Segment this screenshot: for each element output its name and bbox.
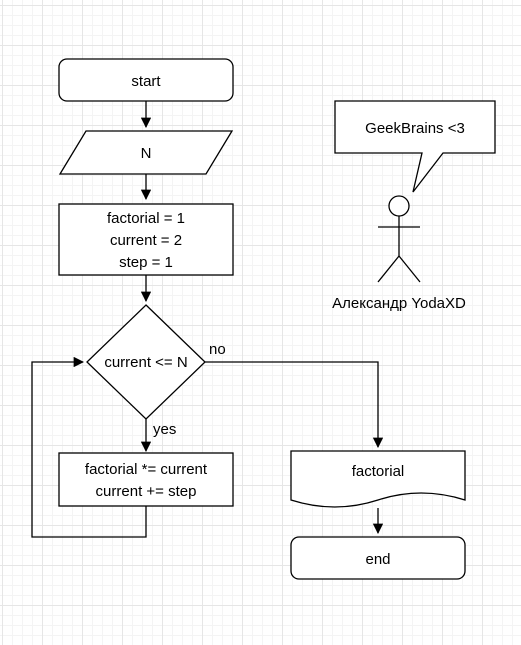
- loop-body-line-2: current += step: [96, 483, 197, 500]
- actor-figure[interactable]: Александр YodaXD: [332, 195, 466, 312]
- loop-body-box[interactable]: factorial *= current current += step: [58, 452, 234, 507]
- init-line-2: current = 2: [110, 232, 182, 249]
- input-parallelogram[interactable]: N: [58, 130, 234, 175]
- callout-text: GeekBrains <3: [365, 120, 465, 137]
- output-document[interactable]: factorial: [290, 450, 466, 508]
- actor-body-icon: [377, 216, 421, 283]
- init-process-box[interactable]: factorial = 1 current = 2 step = 1: [58, 203, 234, 276]
- init-line-3: step = 1: [119, 254, 173, 271]
- end-label: end: [365, 551, 390, 568]
- end-terminator[interactable]: end: [290, 536, 466, 580]
- connector-loop-back: [31, 356, 147, 538]
- yes-label: yes: [153, 421, 176, 438]
- input-label: N: [141, 145, 152, 162]
- start-terminator[interactable]: start: [58, 58, 234, 102]
- connector-no-branch: [205, 361, 384, 449]
- start-label: start: [131, 73, 161, 90]
- actor-name: Александр YodaXD: [332, 295, 466, 312]
- condition-diamond[interactable]: current <= N: [86, 304, 206, 420]
- loop-body-line-1: factorial *= current: [85, 461, 208, 478]
- no-label: no: [209, 341, 226, 358]
- actor-head-icon: [388, 195, 410, 217]
- callout-bubble[interactable]: GeekBrains <3: [334, 100, 496, 193]
- output-label: factorial: [352, 463, 405, 480]
- condition-label: current <= N: [104, 354, 187, 371]
- init-line-1: factorial = 1: [107, 210, 185, 227]
